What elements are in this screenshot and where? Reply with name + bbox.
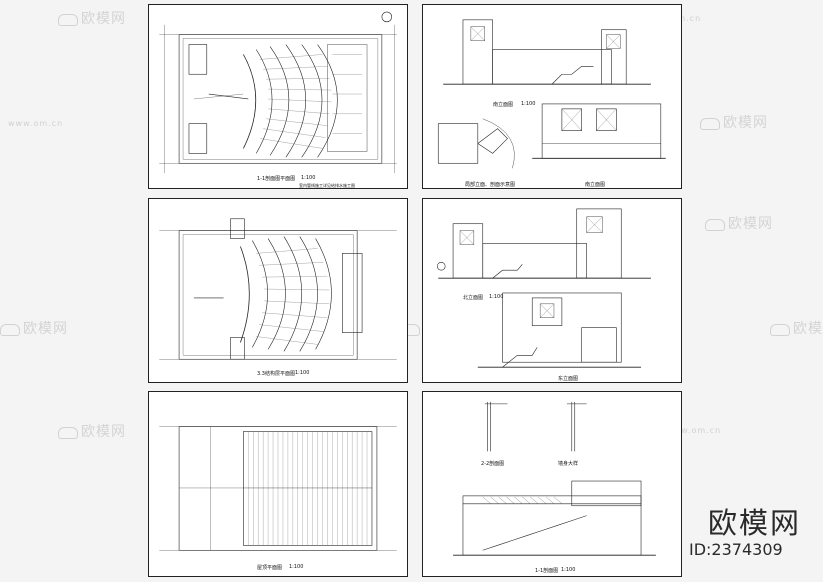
sheet-caption: 2-2剖面图 [481,461,505,467]
watermark-logo-icon [700,117,720,130]
watermark: 欧模网 [58,8,126,28]
sheet-title: 屋顶平面图 [257,565,283,571]
watermark-url: www.om.cn [666,426,722,435]
sheet-scale: 1:100 [561,567,576,573]
watermark-logo-icon [770,323,790,336]
sheet-caption: 南立面图 [585,182,606,188]
sheet-title: 1-1剖面图平面图 [257,176,296,182]
sheet-scale: 1:100 [521,101,536,107]
section-drawing [453,401,656,556]
sheet-scale: 1:100 [295,370,310,376]
sheet-caption: 墙身大样 [558,461,579,467]
brand-id: ID:2374309 [689,540,783,559]
sheet-title: 3.3结构层平面图 [257,371,295,377]
drawing-sheet-floor-plan: 1-1剖面图平面图 1:100 室内管线施工详见给排水施工图 [148,4,408,189]
watermark: 欧模网 [770,318,823,338]
watermark-url: www.om.cn [8,119,64,128]
watermark: 欧模网 [705,213,773,233]
watermark-logo-icon [0,323,20,336]
watermark: 欧模网 [0,318,68,338]
watermark: 欧模网 [700,112,768,132]
sheet-title: 北立面图 [463,295,484,301]
sheet-scale: 1:100 [301,175,316,181]
drawing-sheet-floor-plan-2: 3.3结构层平面图 1:100 [148,198,408,383]
watermark-logo-icon [58,13,78,26]
watermark: 欧模网 [58,421,126,441]
drawing-sheet-roof-plan: 屋顶平面图 1:100 [148,391,408,577]
floor-plan-drawing [159,11,397,174]
floor-plan-2-drawing [159,218,397,360]
drawing-sheet-section: 2-2剖面图 墙身大样 1-1剖面图 1:100 [422,391,682,577]
sheet-title: 南立面图 [493,102,514,108]
elevation-drawing [437,19,666,169]
sheet-title: 1-1剖面图 [535,568,559,574]
elevation-2-drawing [436,208,651,368]
sheet-scale: 1:100 [289,564,304,570]
drawing-sheet-elevation: 南立面图 1:100 局部立面、剖面示意图 南立面图 [422,4,682,189]
drawing-sheet-elevation-2: 北立面图 1:100 东立面图 [422,198,682,383]
sheet-caption: 局部立面、剖面示意图 [465,182,516,188]
watermark-logo-icon [705,218,725,231]
sheet-caption: 东立面图 [558,376,579,382]
sheet-scale: 1:100 [489,294,504,300]
brand-name: 欧模网 [707,506,801,540]
watermark-logo-icon [58,426,78,439]
roof-plan-drawing [159,426,397,551]
sheet-note: 室内管线施工详见给排水施工图 [299,183,355,188]
